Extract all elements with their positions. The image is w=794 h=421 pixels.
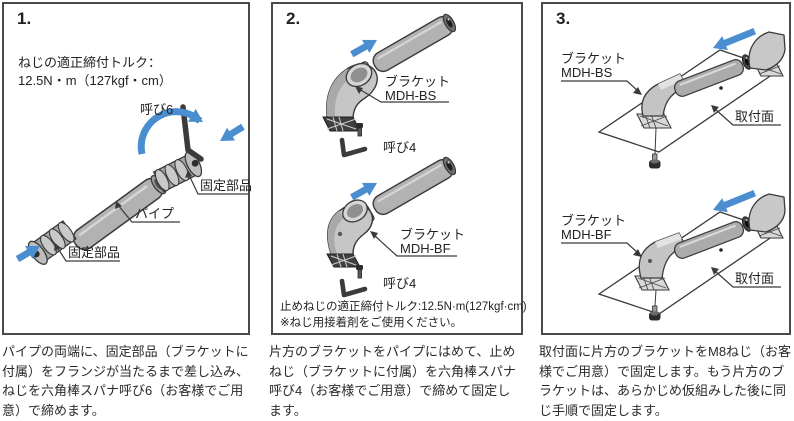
- wrench-upper-label: 呼び4: [383, 140, 417, 155]
- leader-surface-upper-arrowhead: [711, 105, 719, 113]
- hex-wrench-icon: [180, 104, 204, 162]
- step-number: 2.: [286, 9, 301, 28]
- leader-arrowheads: [54, 170, 192, 251]
- handle-lower-drawing: [634, 193, 786, 291]
- fixing-part-lower-drawing: [27, 220, 77, 265]
- leader-surface-lower-arrowhead: [711, 267, 719, 275]
- bracket-mdh-bf-drawing: [326, 199, 374, 268]
- wrench-size-label: 呼び6: [140, 102, 174, 117]
- step-number: 1.: [17, 9, 32, 28]
- bracket-lower-label-line2: MDH-BF: [561, 227, 612, 242]
- leader-bracket-lower: [561, 242, 639, 254]
- set-screw-upper-icon: [356, 123, 363, 137]
- set-screw-lower-icon: [356, 265, 363, 279]
- fixing-part-upper-label: 固定部品: [200, 178, 253, 193]
- insert-arrow-lower-icon: [350, 182, 377, 201]
- mounting-surface-upper-label: 取付面: [735, 109, 775, 124]
- mount-arrow-lower-icon: [713, 189, 756, 213]
- leader-lower-arrowhead: [370, 231, 378, 239]
- caption-step-2: 片方のブラケットをパイプにはめて、止めねじ（ブラケットに付属）を六角棒スパナ呼び…: [269, 344, 517, 418]
- mounting-surface-lower-label: 取付面: [735, 271, 775, 286]
- mount-screw-lower-icon: [649, 305, 661, 321]
- bracket-upper-label-line2: MDH-BS: [561, 65, 613, 80]
- setscrew-torque-note: 止めねじの適正締付トルク:12.5N·m(127kgf·cm): [280, 301, 527, 313]
- leader-bracket-upper: [561, 80, 639, 92]
- step-number: 3.: [556, 9, 571, 28]
- bracket-upper-label-line1: ブラケット: [561, 51, 627, 66]
- leader-bracket-lower-arrowhead: [633, 249, 642, 257]
- leader-lines: [56, 174, 248, 262]
- hex-wrench-lower-icon: [339, 278, 368, 298]
- rotate-arrow-icon: [137, 108, 203, 155]
- insert-arrow-upper-icon: [220, 123, 245, 141]
- leader-surface-upper: [714, 108, 781, 126]
- mount-arrow-upper-icon: [713, 27, 756, 51]
- leader-bracket-upper-arrowhead: [633, 87, 642, 95]
- insert-arrow-upper-icon: [350, 39, 377, 58]
- torque-note-line2: 12.5N・m（127kgf・cm）: [18, 73, 172, 88]
- adhesive-note: ※ねじ用接着剤をご使用ください。: [280, 317, 463, 329]
- hex-wrench-upper-icon: [339, 137, 368, 158]
- caption-step-1: パイプの両端に、固定部品（ブラケットに付属）をフランジが当たるまで差し込み、ねじ…: [2, 344, 250, 418]
- step3-illustration: [561, 27, 786, 321]
- panel-step-1: 1. ねじの適正締付トルク： 12.5N・m（127kgf・cm） 呼び6 固定…: [2, 2, 253, 335]
- step2-illustration: [322, 13, 457, 298]
- panel-step-2: 2. ブラケット MDH-BS 呼び4 ブラケット MDH-BF 呼び4 止めね…: [271, 2, 527, 335]
- panel-step-3: 3. ブラケット MDH-BS 取付面 ブラケット MDH-BF 取付面: [541, 2, 791, 335]
- screw-axis-lower: [654, 289, 657, 307]
- bracket-upper-label-line1: ブラケット: [385, 74, 451, 89]
- fixing-part-upper-drawing: [152, 151, 203, 193]
- caption-step-3: 取付面に片方のブラケットをM8ねじ（お客様でご用意）で固定します。もう片方のブラ…: [539, 344, 792, 418]
- fixing-part-lower-label: 固定部品: [68, 245, 121, 260]
- bracket-lower-label-line1: ブラケット: [561, 213, 627, 228]
- insert-arrow-lower-icon: [15, 246, 40, 262]
- leader-upper: [358, 88, 449, 103]
- bracket-lower-label-line2: MDH-BF: [400, 241, 451, 256]
- pipe-label: パイプ: [135, 206, 175, 221]
- leader-lower: [373, 234, 457, 257]
- wrench-lower-label: 呼び4: [383, 276, 417, 291]
- screw-axis-upper: [654, 127, 657, 155]
- step1-illustration: [15, 104, 248, 265]
- bracket-mdh-bs-drawing: [322, 62, 378, 132]
- mount-screw-upper-icon: [649, 153, 661, 169]
- handle-upper-drawing: [636, 31, 786, 129]
- torque-note-line1: ねじの適正締付トルク：: [18, 55, 162, 70]
- leader-surface-lower: [714, 270, 781, 288]
- bracket-lower-label-line1: ブラケット: [400, 227, 466, 242]
- leader-upper-arrowhead: [355, 86, 363, 94]
- bracket-upper-label-line2: MDH-BS: [385, 88, 437, 103]
